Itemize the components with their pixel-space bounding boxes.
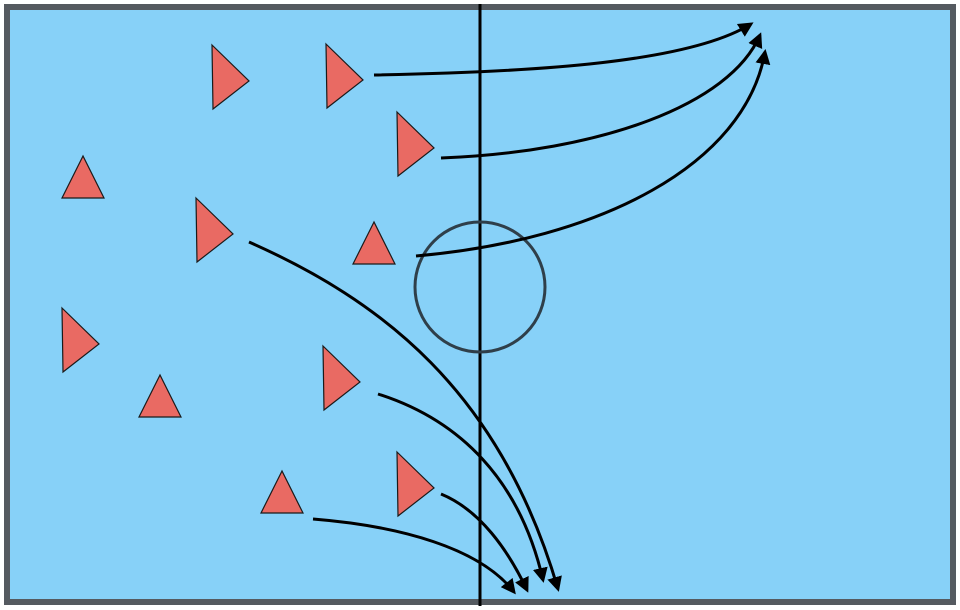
player-marker-p1 [211,43,250,111]
player-marker-p5 [195,196,234,264]
player-marker-p10 [260,469,304,514]
player-marker-p11 [396,450,435,518]
player-marker-p9 [322,344,361,412]
player-marker-p3 [61,154,105,199]
player-marker-p6 [352,220,396,265]
run-arrow-r1 [373,22,754,77]
run-arrow-r4 [248,240,562,592]
player-marker-p2 [325,42,364,110]
run-arrow-r6 [440,492,529,593]
players [61,42,435,518]
run-arrow-r7 [312,517,516,595]
run-arrow-r3 [415,49,771,258]
run-arrow-r5 [377,392,548,583]
player-marker-p4 [396,110,435,178]
player-marker-p8 [138,373,182,418]
center-circle [413,220,547,354]
run-arrow-r2 [440,32,763,160]
movement-arrows [248,22,771,595]
player-marker-p7 [61,306,100,374]
